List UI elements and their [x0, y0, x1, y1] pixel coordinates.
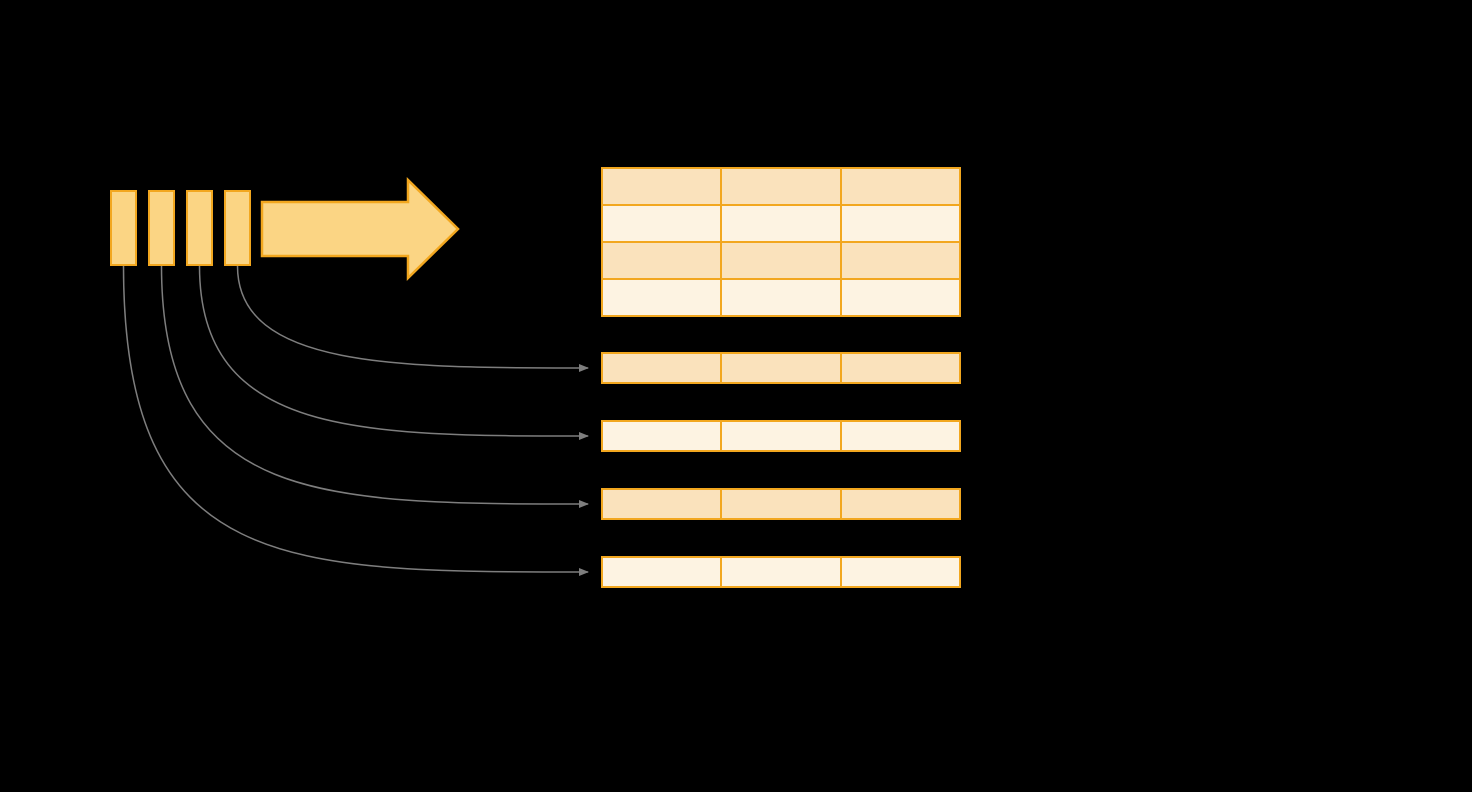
connector-arrow	[198, 265, 589, 440]
row-table-cell	[722, 422, 840, 450]
flow-arrow-icon	[260, 177, 460, 281]
main-table-cell	[603, 169, 721, 204]
row-table-cell	[603, 354, 721, 382]
flow-arrow-shape	[260, 177, 460, 281]
row-table-cell	[603, 422, 721, 450]
main-table-cell	[841, 243, 959, 278]
connector-arrow	[160, 265, 589, 508]
row-table-cell	[841, 490, 959, 518]
stream-segment	[186, 190, 213, 266]
row-table	[601, 420, 961, 452]
row-table	[601, 488, 961, 520]
row-table-cell	[841, 354, 959, 382]
main-table-cell	[722, 280, 840, 315]
stream-segment	[224, 190, 251, 266]
main-table-cell	[841, 169, 959, 204]
main-table-cell	[603, 243, 721, 278]
main-table-cell	[603, 206, 721, 241]
main-table-cell	[841, 206, 959, 241]
main-table-cell	[722, 169, 840, 204]
record-stream	[110, 190, 251, 266]
main-table-cell	[841, 280, 959, 315]
row-table-cell	[841, 558, 959, 586]
row-table	[601, 352, 961, 384]
stream-segment	[148, 190, 175, 266]
row-table-cell	[722, 490, 840, 518]
row-table	[601, 556, 961, 588]
row-table-cell	[603, 490, 721, 518]
main-table-cell	[722, 243, 840, 278]
main-table-cell	[603, 280, 721, 315]
connector-arrow	[122, 265, 589, 576]
row-table-cell	[841, 422, 959, 450]
row-table-cell	[722, 558, 840, 586]
row-table-cell	[603, 558, 721, 586]
stream-segment	[110, 190, 137, 266]
row-table-cell	[722, 354, 840, 382]
main-table	[601, 167, 961, 317]
main-table-cell	[722, 206, 840, 241]
